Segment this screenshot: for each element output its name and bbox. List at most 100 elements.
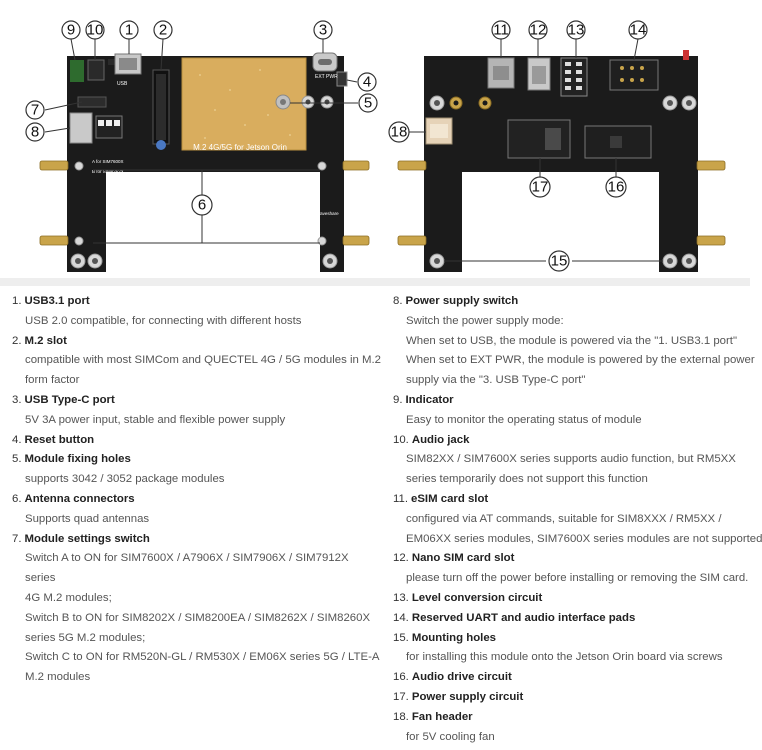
callout-14	[628, 20, 648, 40]
callout-10-text: 10	[87, 22, 104, 39]
feature-title: Fan header	[411, 710, 473, 723]
reset-button	[336, 71, 348, 87]
callout-3	[313, 20, 333, 40]
section-divider	[0, 278, 750, 286]
feature-description: series 5G M.2 modules;	[25, 631, 146, 644]
feature-heading: 8.Power supply switch	[393, 292, 750, 312]
feature-item: 15.Mounting holes for installing this mod…	[393, 629, 750, 669]
feature-number: 1.	[12, 295, 22, 307]
board-illustration: M.2 4G/5G for Jetson Orin USB EXT PWR A …	[25, 20, 726, 272]
feature-number: 14.	[393, 611, 409, 624]
feature-description: supply via the "3. USB Type-C port"	[406, 374, 586, 387]
feature-heading: 2.M.2 slot	[12, 332, 382, 352]
power-supply-switch	[69, 112, 93, 144]
callout-3-text: 3	[319, 22, 327, 39]
silk-ext-pwr: EXT PWR	[315, 74, 338, 80]
feature-title: M.2 slot	[24, 334, 67, 347]
front-antenna-connectors	[39, 160, 370, 246]
feature-number: 16.	[393, 671, 409, 684]
feature-heading: 13.Level conversion circuit	[393, 589, 750, 609]
callout-9	[61, 20, 81, 40]
callout-10	[85, 20, 105, 40]
feature-number: 18.	[393, 710, 409, 723]
feature-number: 6.	[12, 492, 22, 505]
feature-number: 15.	[393, 631, 409, 644]
callout-11	[491, 20, 511, 40]
silk-usb: USB	[117, 81, 128, 87]
audio-jack	[87, 59, 105, 81]
feature-description: Switch B to ON for SIM8202X / SIM8200EA …	[25, 611, 371, 624]
feature-number: 7.	[12, 532, 22, 545]
feature-description: EM06XX series modules, SIM7600X series m…	[406, 532, 762, 545]
feature-number: 13.	[393, 591, 409, 604]
callout-15-text: 15	[551, 253, 568, 270]
feature-number: 3.	[12, 393, 22, 406]
callout-8-text: 8	[31, 124, 39, 141]
feature-heading: 1.USB3.1 port	[12, 292, 382, 312]
feature-description: for installing this module onto the Jets…	[406, 651, 723, 664]
callout-16-text: 16	[608, 179, 625, 196]
callout-18	[388, 121, 410, 143]
feature-title: Level conversion circuit	[411, 591, 543, 604]
feature-title: Mounting holes	[411, 631, 496, 644]
back-board	[397, 50, 726, 272]
feature-description: SIM82XX / SIM7600X series supports audio…	[406, 453, 736, 466]
callout-17	[529, 176, 551, 198]
feature-title: Power supply switch	[405, 295, 519, 307]
callout-18-text: 18	[391, 124, 408, 141]
silk-a: A for SIM7600X	[92, 159, 124, 164]
feature-item: 5.Module fixing holes supports 3042 / 305…	[12, 450, 382, 490]
callout-leaders	[44, 38, 663, 262]
feature-number: 9.	[393, 393, 403, 406]
feature-title: Power supply circuit	[411, 690, 524, 703]
feature-item: 13.Level conversion circuit	[393, 589, 750, 609]
silk-b: B for SIM8262X	[92, 169, 124, 174]
callout-16	[605, 176, 627, 198]
feature-description: When set to EXT PWR, the module is power…	[406, 354, 755, 367]
feature-heading: 5.Module fixing holes	[12, 450, 382, 470]
feature-heading: 4.Reset button	[12, 431, 382, 451]
feature-description: Switch the power supply mode:	[406, 314, 564, 327]
callout-6-text: 6	[198, 197, 206, 214]
feature-description: When set to USB, the module is powered v…	[406, 334, 737, 347]
feature-description: Switch C to ON for RM520N-GL / RM530X / …	[25, 651, 380, 664]
callout-4	[357, 72, 377, 92]
feature-number: 17.	[393, 690, 409, 703]
callout-1	[119, 20, 139, 40]
board-label: M.2 4G/5G for Jetson Orin	[193, 143, 287, 152]
feature-title: USB Type-C port	[24, 393, 115, 406]
feature-description: form factor	[25, 374, 80, 387]
feature-heading: 18.Fan header	[393, 708, 750, 728]
feature-number: 5.	[12, 453, 22, 466]
front-board: M.2 4G/5G for Jetson Orin USB EXT PWR A …	[39, 52, 370, 272]
callout-15	[548, 250, 570, 272]
feature-heading: 11.eSIM card slot	[393, 490, 750, 510]
feature-description: series temporarily does not support this…	[406, 473, 648, 486]
feature-title: Indicator	[405, 393, 454, 406]
level-conversion	[560, 57, 588, 97]
feature-description: USB 2.0 compatible, for connecting with …	[25, 314, 302, 327]
callout-2-text: 2	[159, 22, 167, 39]
feature-title: Audio drive circuit	[411, 671, 512, 684]
callout-5	[358, 93, 378, 113]
feature-title: Nano SIM card slot	[411, 552, 515, 565]
feature-heading: 9.Indicator	[393, 391, 750, 411]
callout-13	[566, 20, 586, 40]
back-pcb	[424, 56, 698, 272]
callout-12	[528, 20, 548, 40]
feature-title: Module settings switch	[24, 532, 150, 545]
feature-description: supports 3042 / 3052 package modules	[25, 473, 225, 486]
indicator-led	[70, 60, 84, 82]
feature-description: Supports quad antennas	[25, 512, 150, 525]
feature-title: Audio jack	[411, 433, 470, 446]
callout-6	[191, 194, 213, 216]
callout-13-text: 13	[568, 22, 585, 39]
